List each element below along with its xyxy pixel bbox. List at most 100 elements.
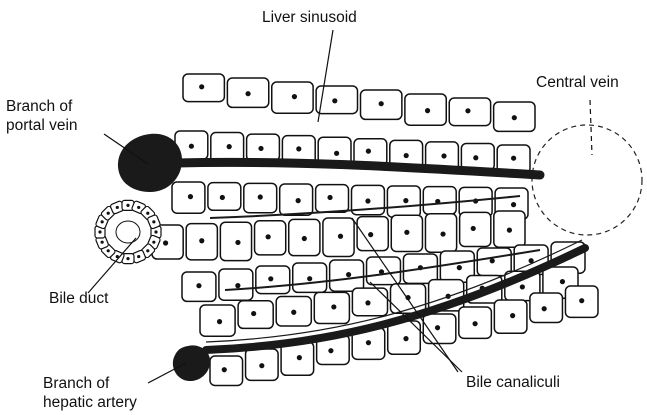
- cell-nucleus: [365, 300, 370, 305]
- hepatocyte-cell: [565, 286, 598, 317]
- cell-nucleus: [291, 310, 296, 315]
- hepatocyte-cell: [272, 82, 313, 113]
- cell-nucleus: [511, 156, 516, 161]
- hepatocyte-cell: [387, 186, 420, 217]
- cell-nucleus: [346, 272, 351, 277]
- hepatic-artery-branch: [173, 345, 210, 381]
- cell-nucleus: [268, 276, 273, 281]
- hepatocyte-cell: [256, 266, 290, 294]
- hepatocyte-cell: [293, 263, 327, 292]
- hepatocyte-cell: [494, 300, 527, 333]
- cell-nucleus: [404, 153, 409, 158]
- hepatocyte-cell: [200, 305, 235, 336]
- cell-nucleus: [189, 144, 194, 149]
- bile-duct-nucleus: [154, 230, 157, 233]
- label-hepatic-artery: Branch of hepatic artery: [43, 374, 137, 412]
- hepatocyte-cell: [323, 218, 354, 256]
- cell-nucleus: [297, 355, 302, 360]
- hepatocyte-cell: [361, 90, 402, 119]
- central-vein-outline: [532, 125, 642, 235]
- hepatocyte-cell: [423, 187, 456, 215]
- leader-central-vein: [590, 100, 592, 155]
- cell-nucleus: [196, 283, 201, 288]
- label-hepatic-artery-line1: Branch of: [43, 374, 137, 393]
- cell-nucleus: [292, 94, 297, 99]
- hepatocyte-cell: [330, 260, 364, 291]
- cell-nucleus: [220, 195, 225, 200]
- cell-nucleus: [440, 231, 445, 236]
- cell-nucleus: [512, 115, 517, 120]
- hepatocyte-cell: [316, 185, 349, 213]
- label-bile-duct: Bile duct: [49, 289, 108, 308]
- bile-duct-nucleus: [101, 220, 104, 223]
- label-portal-vein-line2: portal vein: [6, 116, 78, 135]
- bile-duct-rosette: [95, 200, 161, 263]
- leader-bile-duct: [88, 238, 136, 293]
- cell-nucleus: [328, 348, 333, 353]
- label-bile-canaliculi: Bile canaliculi: [466, 373, 560, 392]
- hepatocyte-cell: [238, 301, 273, 329]
- hepatocyte-cell: [276, 297, 311, 326]
- hepatocyte-cell: [461, 143, 494, 170]
- hepatocyte-cell: [246, 349, 279, 380]
- hepatocyte-cell: [460, 212, 491, 246]
- hepatocyte-cell: [247, 134, 280, 161]
- cell-nucleus: [188, 194, 193, 199]
- cell-nucleus: [332, 98, 337, 103]
- hepatocyte-cell: [289, 219, 320, 255]
- cell-nucleus: [222, 367, 227, 372]
- bile-duct-nucleus: [152, 220, 155, 223]
- cell-nucleus: [366, 340, 371, 345]
- label-portal-vein: Branch of portal vein: [6, 97, 78, 135]
- cell-nucleus: [507, 228, 512, 233]
- cell-nucleus: [457, 265, 462, 270]
- bile-duct-nucleus: [146, 212, 149, 215]
- cell-nucleus: [472, 321, 477, 326]
- hepatocyte-cell: [494, 211, 525, 247]
- cell-nucleus: [511, 202, 516, 207]
- label-hepatic-artery-line2: hepatic artery: [43, 393, 137, 412]
- cell-nucleus: [542, 306, 547, 311]
- hepatocyte-cell: [314, 292, 349, 323]
- hepatocyte-cell: [244, 183, 277, 212]
- cell-nucleus: [471, 226, 476, 231]
- bile-duct-nucleus: [146, 249, 149, 252]
- hepatocyte-cell: [391, 215, 422, 251]
- hepatocyte-cell: [182, 272, 216, 301]
- hepatocyte-cell: [425, 214, 456, 252]
- cell-nucleus: [245, 91, 250, 96]
- bile-duct-nucleus: [152, 241, 155, 244]
- hepatocyte-cell: [477, 248, 511, 276]
- cell-nucleus: [404, 230, 409, 235]
- bile-duct-nucleus: [137, 255, 140, 258]
- bile-duct-nucleus: [116, 206, 119, 209]
- hepatocyte-cell: [227, 78, 268, 107]
- hepatocyte-cell: [494, 102, 535, 131]
- hepatocyte-cell: [449, 98, 490, 126]
- hepatocyte-cell: [316, 86, 357, 114]
- label-liver-sinusoid: Liver sinusoid: [262, 8, 357, 27]
- bile-duct-lumen: [116, 221, 140, 243]
- cell-nucleus: [259, 363, 264, 368]
- hepatocyte-cells: [152, 74, 598, 385]
- cell-nucleus: [403, 198, 408, 203]
- bile-duct-nucleus: [101, 241, 104, 244]
- hepatocyte-cell: [357, 217, 388, 251]
- cell-nucleus: [465, 108, 470, 113]
- cell-nucleus: [217, 319, 222, 324]
- cell-nucleus: [227, 144, 232, 149]
- cell-nucleus: [199, 84, 204, 89]
- cell-nucleus: [296, 146, 301, 151]
- cell-nucleus: [560, 279, 565, 284]
- cell-nucleus: [334, 151, 339, 156]
- cell-nucleus: [258, 194, 263, 199]
- cell-nucleus: [307, 276, 312, 281]
- cell-nucleus: [235, 283, 240, 288]
- hepatocyte-cell: [210, 356, 243, 385]
- cell-nucleus: [379, 101, 384, 106]
- cell-nucleus: [199, 238, 204, 243]
- cell-nucleus: [163, 240, 168, 245]
- bile-duct-nucleus: [107, 212, 110, 215]
- cell-nucleus: [441, 153, 446, 158]
